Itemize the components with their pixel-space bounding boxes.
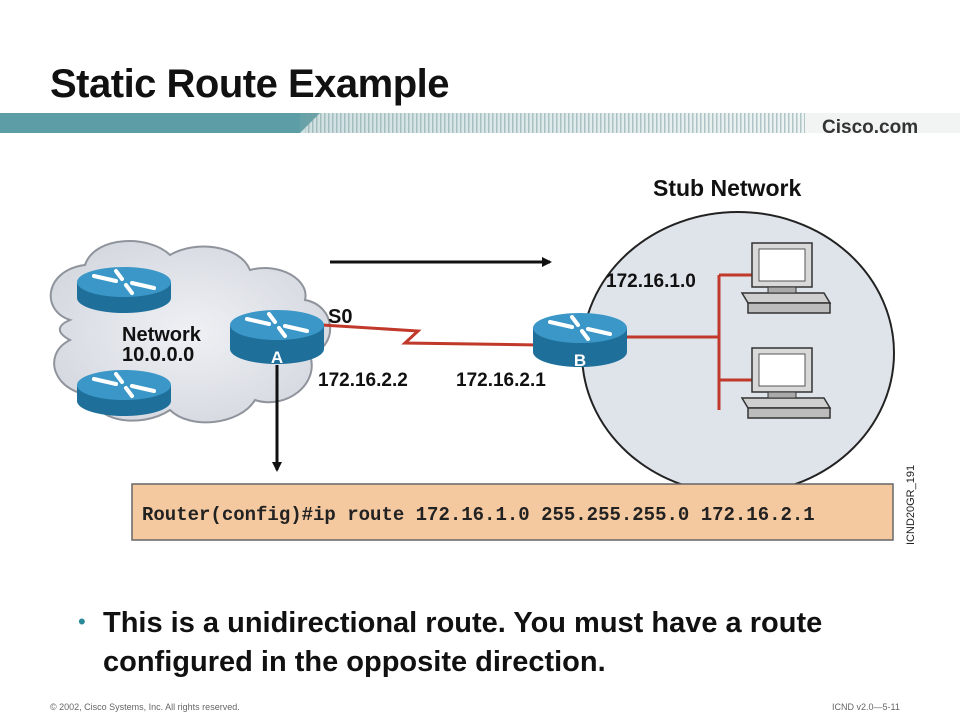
page-title: Static Route Example <box>50 62 450 106</box>
network-label-address: 10.0.0.0 <box>122 344 194 366</box>
cloud-router-bottom-icon <box>77 370 171 416</box>
interface-s0-label: S0 <box>328 306 352 328</box>
router-a-label: A <box>271 348 283 367</box>
router-b-ip-label: 172.16.2.1 <box>456 370 546 391</box>
stub-network-area <box>581 211 895 495</box>
serial-link <box>321 323 541 347</box>
network-label-name: Network <box>122 324 202 346</box>
figure-id: ICND20GR_191 <box>905 464 917 545</box>
router-b-icon <box>533 313 627 367</box>
brand-logo-text: Cisco.com <box>822 117 919 138</box>
router-a-icon <box>230 310 324 364</box>
footer-page-ref: ICND v2.0—5-11 <box>832 702 900 712</box>
header-band <box>0 113 960 133</box>
command-text: Router(config)#ip route 172.16.1.0 255.2… <box>142 504 815 526</box>
cloud-router-top-icon <box>77 267 171 313</box>
stub-network-label: Stub Network <box>653 175 801 201</box>
bullet-icon: • <box>78 609 86 634</box>
workstation-top-icon <box>740 242 832 314</box>
footer-copyright: © 2002, Cisco Systems, Inc. All rights r… <box>50 702 240 712</box>
router-b-label: B <box>574 351 586 370</box>
bullet-text: This is a unidirectional route. You must… <box>103 607 823 678</box>
router-a-ip-label: 172.16.2.2 <box>318 370 408 391</box>
command-box <box>131 483 894 541</box>
workstation-bottom-icon <box>740 347 832 419</box>
stub-subnet-label: 172.16.1.0 <box>606 271 696 292</box>
lan-segment <box>627 273 752 410</box>
